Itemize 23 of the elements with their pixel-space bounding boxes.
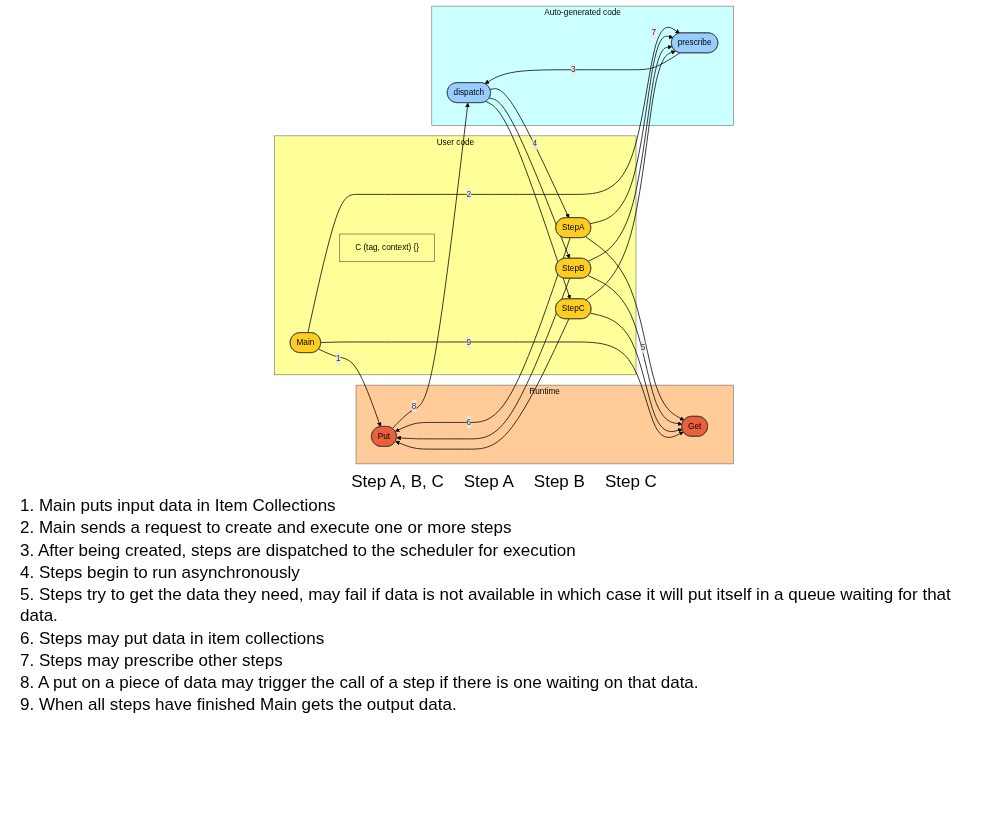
edge-label: 9 <box>466 337 472 347</box>
edge-label: 5 <box>640 342 646 352</box>
note-text: 8. A put on a piece of data may trigger the call of a step if there is one waiting on that data. <box>20 672 700 694</box>
edge-label: 2 <box>466 189 472 199</box>
edge-note: Step C <box>604 472 657 492</box>
edge-label: 3 <box>570 65 576 74</box>
node-box: C (tag, context) {} <box>339 233 435 262</box>
edge-label: 6 <box>466 417 472 427</box>
note-text: 1. Main puts input data in Item Collections <box>20 495 337 517</box>
edge-note: Step A <box>463 472 514 492</box>
edge-note: Step A, B, C <box>351 472 444 492</box>
note-text: 3. After being created, steps are dispatched to the scheduler for execution <box>20 539 577 561</box>
note-text: 7. Steps may prescribe other steps <box>20 649 284 671</box>
edge-note: Step B <box>533 472 585 492</box>
edge-label: 1 <box>336 353 341 363</box>
edge-label: 7 <box>651 28 656 37</box>
edge-label: 8 <box>411 401 417 411</box>
note-text: 4. Steps begin to run asynchronously <box>20 561 301 583</box>
note-text: 9. When all steps have finished Main gets the output data. <box>20 694 458 716</box>
note-text: 5. Steps try to get the data they need, may fail if data is not available in which case it will put itself in a queue waiting for that data. <box>20 584 952 627</box>
edge-label: 4 <box>532 139 537 148</box>
note-text: 6. Steps may put data in item collections <box>20 627 326 649</box>
note-text: 2. Main sends a request to create and execute one or more steps <box>20 517 513 539</box>
